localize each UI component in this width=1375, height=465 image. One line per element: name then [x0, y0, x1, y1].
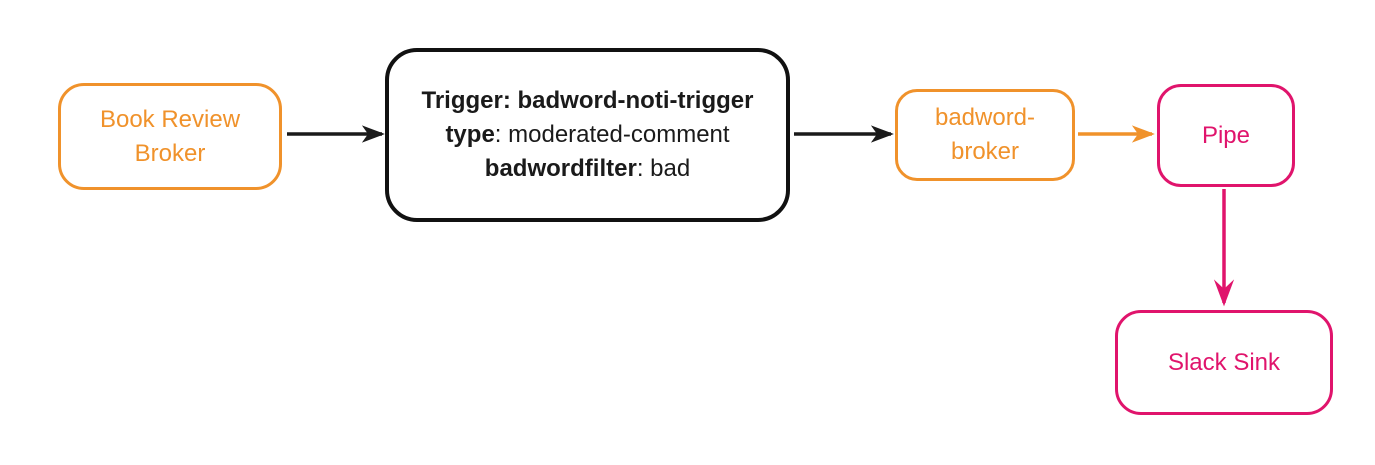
- node-trigger: Trigger: badword-noti-trigger type: mode…: [385, 48, 790, 222]
- node-pipe: Pipe: [1157, 84, 1295, 187]
- node-book-review-broker: Book Review Broker: [58, 83, 282, 190]
- trigger-name-text: Trigger: badword-noti-trigger: [421, 87, 754, 114]
- trigger-line-name: Trigger: badword-noti-trigger: [422, 84, 754, 118]
- node-slack-sink: Slack Sink: [1115, 310, 1333, 415]
- trigger-filter-key: badwordfilter: [484, 155, 637, 182]
- node-badword-broker-label: badword-broker: [934, 104, 1036, 165]
- trigger-line-type: type: moderated-comment: [445, 118, 729, 152]
- node-slack-sink-label: Slack Sink: [1167, 348, 1281, 376]
- trigger-line-filter: badwordfilter: bad: [485, 152, 690, 186]
- node-book-review-broker-label: Book Review Broker: [99, 105, 241, 167]
- node-pipe-label: Pipe: [1201, 121, 1251, 149]
- trigger-type-key: type: [445, 121, 495, 148]
- node-badword-broker: badword-broker: [895, 89, 1075, 181]
- trigger-filter-value: : bad: [636, 155, 691, 182]
- trigger-type-value: : moderated-comment: [494, 121, 730, 148]
